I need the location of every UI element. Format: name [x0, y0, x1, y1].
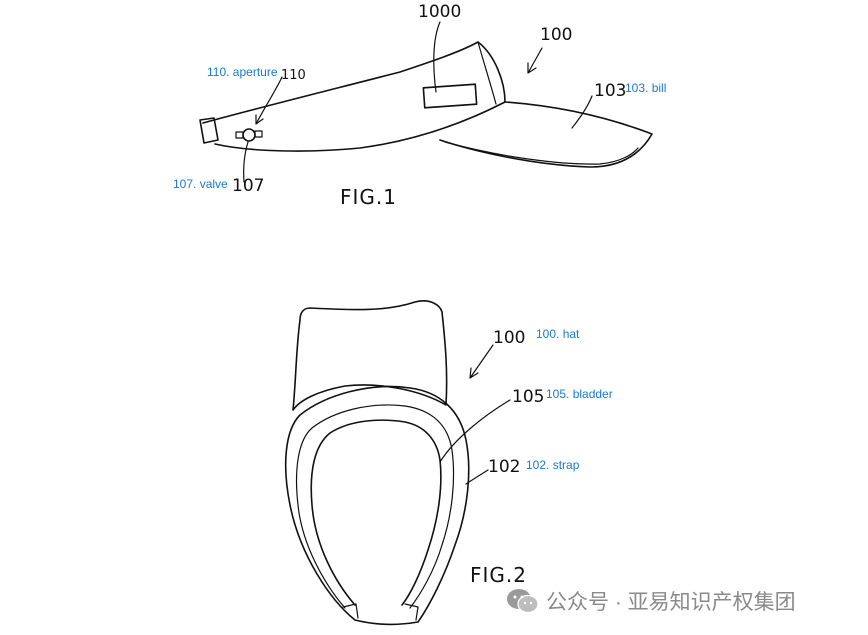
fig2-leader-100	[469, 344, 494, 379]
fig1-end-clip	[199, 117, 219, 144]
fig1-leader-1000	[433, 21, 441, 93]
fig1-leader-110	[255, 76, 283, 125]
fig1-leader-100	[527, 47, 543, 74]
fig1-ref-103: 103	[594, 81, 626, 101]
watermark: 公众号 · 亚易知识产权集团	[506, 586, 796, 616]
fig1-ref-100: 100	[540, 25, 572, 45]
fig1-valve	[242, 128, 256, 142]
fig1-bill	[439, 101, 653, 168]
fig1-valve-right	[254, 130, 263, 138]
fig1-ref-107: 107	[232, 176, 264, 196]
fig1-band-front-edge	[477, 41, 497, 105]
fig2-leader-105	[439, 399, 511, 463]
annotation-bladder: 105. bladder	[546, 387, 613, 401]
fig2-ref-105: 105	[512, 387, 544, 407]
fig2-crown	[292, 300, 448, 411]
fig2-bladder	[295, 404, 455, 609]
fig1-leader-107	[243, 141, 249, 183]
fig2-strap-inner	[310, 419, 442, 606]
fig1-valve-left	[235, 131, 244, 139]
annotation-valve: 107. valve	[173, 177, 228, 191]
fig1-drawing: 1000 100 110 103 107 FIG.1	[199, 2, 653, 209]
fig1-ref-110: 110	[281, 68, 306, 83]
fig1-caption: FIG.1	[340, 185, 397, 209]
fig1-ref-1000: 1000	[418, 2, 461, 22]
fig2-ref-100: 100	[493, 328, 525, 348]
annotation-hat: 100. hat	[536, 327, 580, 341]
fig2-drawing: 100 105 102 FIG.2	[284, 300, 544, 626]
fig2-strap-outer	[284, 385, 470, 626]
fig2-leader-102	[465, 469, 489, 485]
watermark-text: 公众号 · 亚易知识产权集团	[546, 591, 796, 614]
fig1-label-rect	[422, 83, 478, 109]
fig1-band	[202, 41, 506, 152]
fig2-strap-end-left	[342, 603, 359, 619]
annotation-bill: 103. bill	[625, 81, 667, 95]
annotation-strap: 102. strap	[526, 458, 580, 472]
wechat-icon	[507, 589, 539, 614]
fig1-leader-103	[571, 95, 593, 129]
fig1-bill-underside	[444, 141, 639, 165]
fig2-strap-end-right	[404, 603, 419, 621]
fig2-ref-102: 102	[488, 457, 520, 477]
annotation-aperture: 110. aperture	[207, 65, 278, 79]
fig2-caption: FIG.2	[470, 563, 527, 587]
